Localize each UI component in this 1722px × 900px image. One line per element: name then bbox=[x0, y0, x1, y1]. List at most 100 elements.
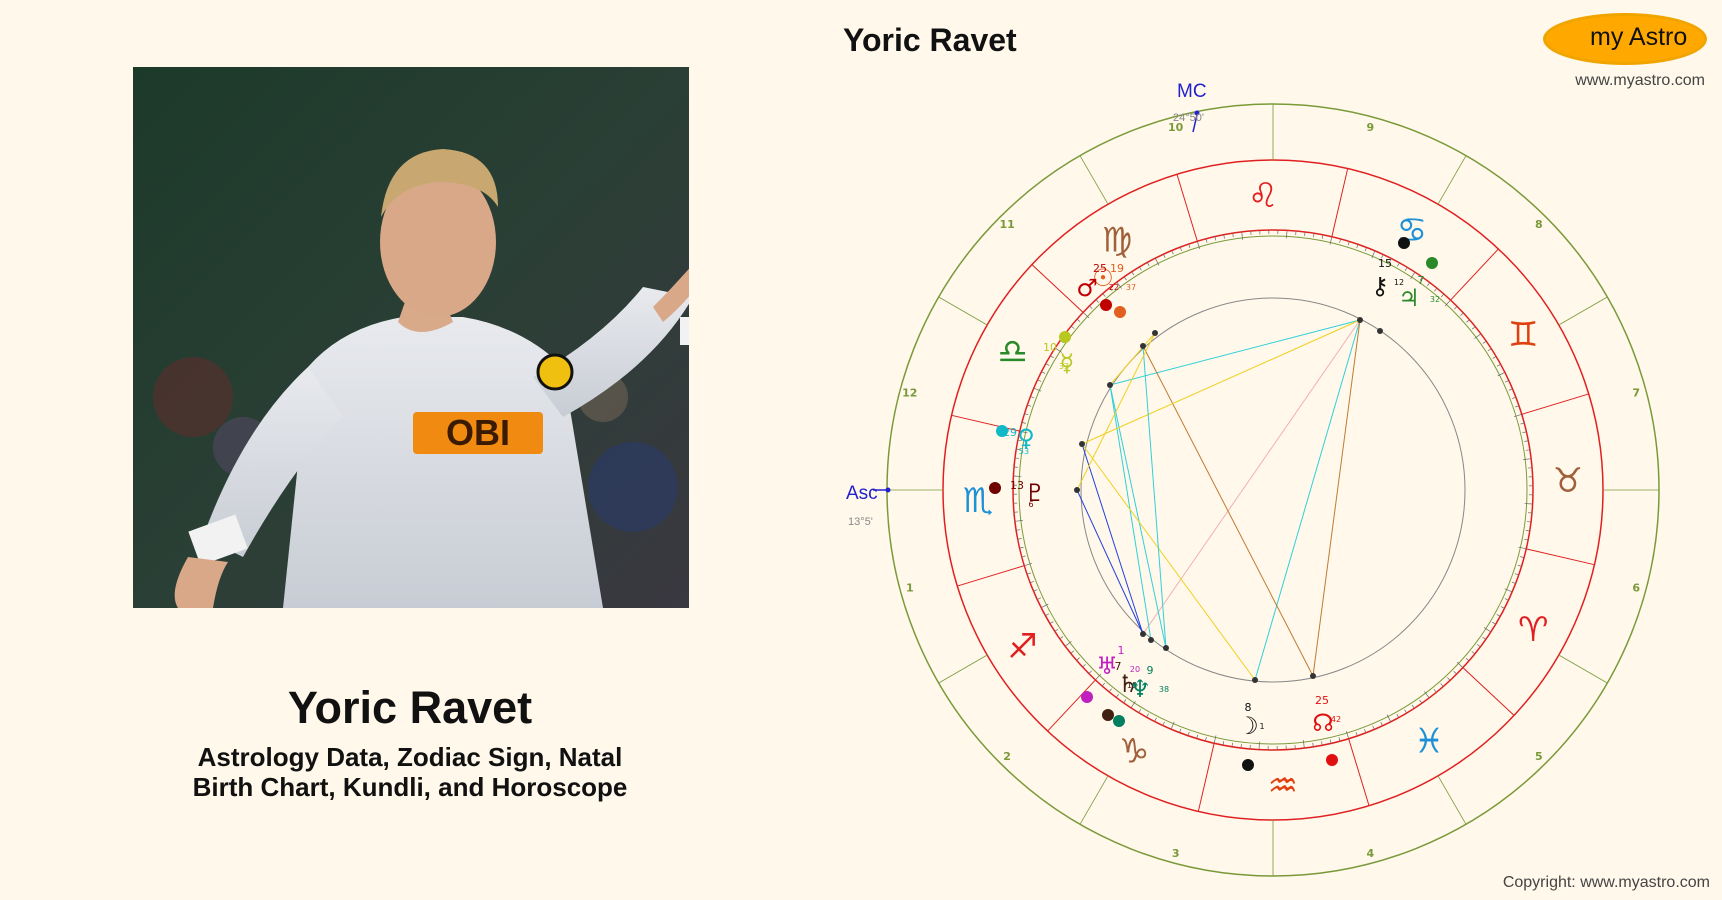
moon-degree: 8 bbox=[1245, 701, 1252, 714]
degree-tick bbox=[1471, 326, 1476, 330]
asc-label: Asc bbox=[846, 483, 878, 504]
asc-marker bbox=[885, 487, 891, 493]
capricorn-sign-glyph: ♑ bbox=[1119, 731, 1149, 771]
degree-tick bbox=[1508, 388, 1513, 391]
degree-tick bbox=[1520, 556, 1525, 558]
degree-tick bbox=[1386, 714, 1392, 722]
degree-tick bbox=[1109, 287, 1113, 292]
degree-tick bbox=[1500, 606, 1505, 609]
jupiter-degree: 7 bbox=[1418, 274, 1425, 287]
degree-tick bbox=[1213, 735, 1217, 744]
aspect-line bbox=[1081, 443, 1144, 635]
sun-minutes: 37 bbox=[1126, 283, 1136, 292]
degree-tick bbox=[1037, 597, 1041, 600]
jupiter-marker bbox=[1426, 257, 1438, 269]
house-cusp bbox=[938, 296, 988, 326]
degree-tick bbox=[1139, 266, 1142, 271]
pluto-minutes: 6 bbox=[1028, 500, 1033, 509]
degree-tick bbox=[1146, 262, 1150, 267]
degree-tick bbox=[1524, 440, 1529, 442]
aspect-line bbox=[1081, 443, 1256, 681]
degree-tick bbox=[1397, 262, 1400, 267]
degree-tick bbox=[1389, 258, 1392, 263]
house-number: 3 bbox=[1172, 847, 1180, 860]
degree-tick bbox=[1517, 564, 1522, 567]
saturn-minutes: 18 bbox=[1127, 681, 1137, 690]
moon-icon: ☽ bbox=[1237, 712, 1259, 740]
degree-tick bbox=[1196, 241, 1200, 250]
degree-tick bbox=[1045, 613, 1050, 617]
degree-tick bbox=[1440, 683, 1444, 687]
aspect-line bbox=[1142, 345, 1167, 649]
degree-tick bbox=[1504, 598, 1509, 601]
degree-tick bbox=[1082, 664, 1086, 668]
mars-degree: 25 bbox=[1093, 262, 1107, 275]
mars-icon: ♂ bbox=[1076, 274, 1098, 302]
house-number: 7 bbox=[1632, 387, 1640, 400]
mars-minutes: 22 bbox=[1109, 283, 1119, 292]
person-name-heading: Yoric Ravet bbox=[287, 682, 533, 733]
aspect-point bbox=[1140, 343, 1146, 349]
degree-tick bbox=[1163, 254, 1166, 258]
sign-divider bbox=[1462, 667, 1515, 716]
planets: ☉1937♂2522☿1033♀2953♇136♃732⚷1512♅120♄71… bbox=[989, 237, 1440, 771]
degree-tick bbox=[1492, 621, 1496, 625]
jupiter-minutes: 32 bbox=[1430, 295, 1440, 304]
aspect-point bbox=[1377, 328, 1383, 334]
sign-divider bbox=[957, 565, 1025, 587]
uranus-marker bbox=[1081, 691, 1093, 703]
house-cusp bbox=[1437, 775, 1467, 825]
degree-tick bbox=[1525, 530, 1530, 532]
aspect-line bbox=[1142, 345, 1314, 677]
house-number: 10 bbox=[1168, 121, 1184, 134]
degree-tick bbox=[1017, 439, 1022, 442]
myastro-logo[interactable]: my Astro bbox=[1543, 13, 1713, 65]
degree-tick bbox=[1205, 238, 1208, 243]
degree-tick bbox=[1154, 258, 1160, 266]
degree-tick bbox=[1492, 356, 1497, 359]
degree-tick bbox=[1214, 236, 1217, 241]
degree-tick bbox=[1049, 621, 1054, 624]
venus-minutes: 53 bbox=[1019, 447, 1029, 456]
venus-marker bbox=[996, 425, 1008, 437]
degree-tick bbox=[1496, 614, 1501, 617]
aspect-point bbox=[1079, 441, 1085, 447]
degree-tick bbox=[1482, 340, 1487, 344]
zodiac-inner-ring bbox=[1012, 229, 1534, 751]
chiron-icon: ⚷ bbox=[1371, 272, 1389, 300]
degree-tick bbox=[1123, 699, 1127, 703]
degree-tick bbox=[1380, 722, 1383, 726]
sign-divider bbox=[1176, 174, 1198, 242]
aspect-line bbox=[1076, 332, 1156, 491]
aspect-line bbox=[1312, 319, 1361, 677]
degree-tick bbox=[1513, 413, 1522, 417]
mercury-minutes: 33 bbox=[1059, 362, 1069, 371]
mc-line bbox=[1192, 114, 1198, 133]
degree-tick bbox=[1131, 271, 1135, 276]
mercury-icon: ☿ bbox=[1060, 349, 1075, 377]
degree-tick bbox=[1222, 741, 1225, 746]
degree-tick bbox=[1188, 243, 1191, 248]
degree-tick bbox=[1041, 371, 1046, 374]
degree-tick bbox=[1523, 458, 1532, 460]
uranus-minutes: 20 bbox=[1130, 665, 1140, 674]
degree-tick bbox=[1170, 721, 1175, 730]
aspect-point bbox=[1152, 330, 1158, 336]
house-cusp bbox=[1437, 155, 1467, 205]
degree-tick bbox=[1064, 641, 1072, 647]
house-number: 2 bbox=[1003, 750, 1011, 763]
aries-sign-glyph: ♈ bbox=[1518, 610, 1548, 650]
degree-tick bbox=[1520, 422, 1525, 425]
degree-tick bbox=[1496, 363, 1501, 367]
logo-text: my Astro bbox=[1590, 23, 1688, 51]
mercury-marker bbox=[1059, 331, 1071, 343]
neptune-degree: 9 bbox=[1147, 664, 1154, 677]
degree-tick bbox=[1232, 233, 1234, 238]
house-number: 11 bbox=[999, 218, 1014, 231]
house-cusp bbox=[1558, 296, 1608, 326]
degree-tick bbox=[1453, 671, 1457, 675]
logo-url-link[interactable]: www.myastro.com bbox=[1575, 72, 1705, 89]
degree-tick bbox=[1381, 254, 1384, 259]
aspect-ring bbox=[1080, 297, 1466, 683]
